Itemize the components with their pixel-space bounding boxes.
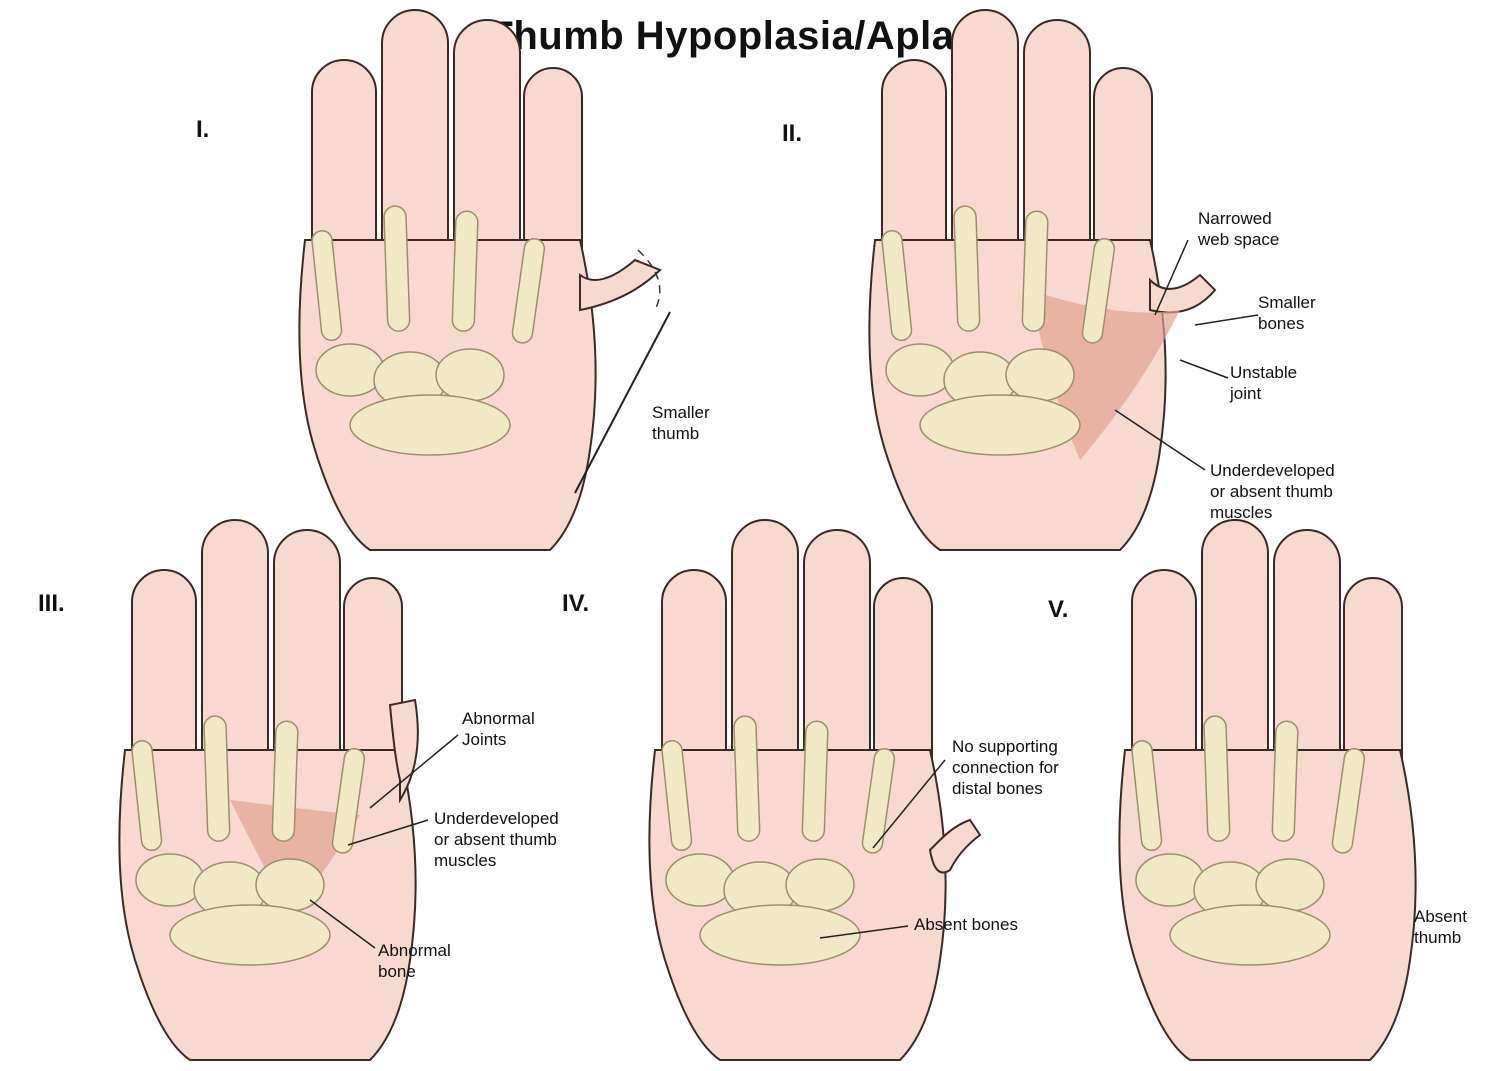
callout-lines-II: [1114, 239, 1259, 471]
callout-label: Underdeveloped or absent thumb muscles: [434, 809, 559, 870]
panel-numeral: I.: [196, 116, 210, 143]
hand-panel-III: [118, 519, 419, 1061]
hand-panel-I: [298, 9, 662, 551]
callout-lines-III: [309, 734, 459, 949]
panel-numeral: II.: [782, 120, 803, 147]
callout-label: Abnormal bone: [378, 941, 451, 981]
callout-label: Smaller bones: [1258, 293, 1316, 333]
callout-label: No supporting connection for distal bone…: [952, 737, 1059, 798]
page-title: Thumb Hypoplasia/Aplasia: [488, 14, 1012, 58]
callout-label: Narrowed web space: [1198, 209, 1280, 249]
bracket-line: [574, 311, 671, 494]
hand-panel-V: [1118, 519, 1417, 1061]
panel-numeral: IV.: [562, 590, 590, 617]
callout-label: Absent bones: [914, 915, 1018, 934]
callout-label: Abnormal Joints: [462, 709, 535, 749]
callout-label: Underdeveloped or absent thumb muscles: [1210, 461, 1335, 522]
hand-panel-II: [868, 9, 1217, 551]
callout-label: Unstable joint: [1230, 363, 1298, 403]
callout-label: Absent thumb: [1414, 907, 1467, 947]
hand-panel-IV: [648, 519, 982, 1061]
callout-label: Smaller thumb: [652, 403, 710, 443]
panel-numeral: V.: [1048, 596, 1069, 623]
panel-numeral: III.: [38, 590, 65, 617]
callout-lines-IV: [819, 759, 946, 939]
